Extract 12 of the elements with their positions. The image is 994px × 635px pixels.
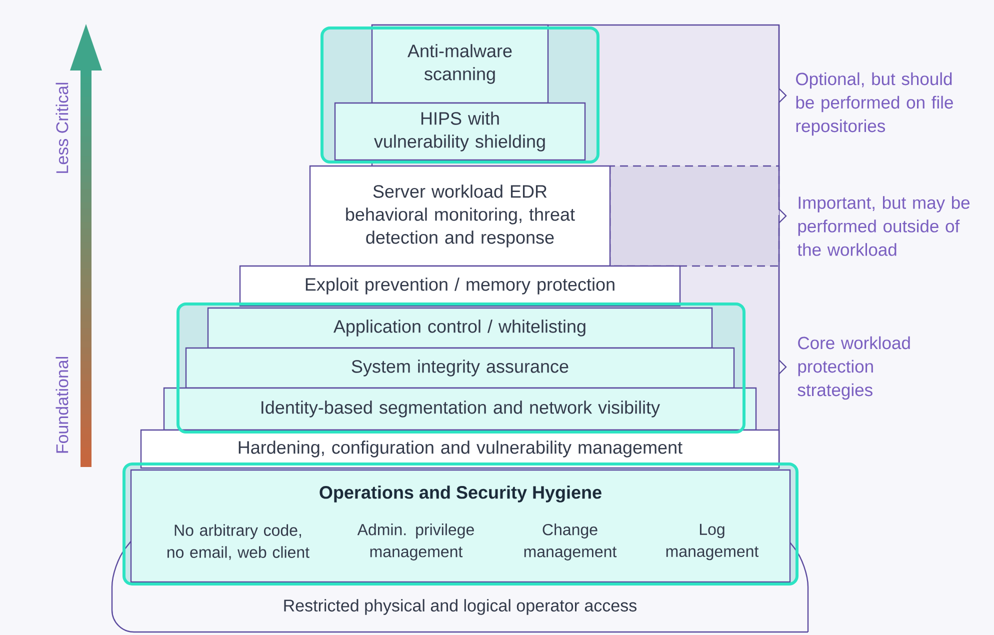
layer-box: Exploit prevention / memory protection: [239, 265, 681, 307]
layer-box: Server workload EDR behavioral monitoring, threat detection and response: [309, 165, 611, 267]
layer-box: Identity-based segmentation and network visibility: [163, 387, 757, 431]
axis-label: Less Critical: [56, 82, 68, 173]
axis-label: Foundational: [56, 357, 68, 453]
layer-box: Application control / whitelisting: [207, 307, 713, 349]
annotation: Optional, but should be performed on file repositories: [796, 72, 953, 136]
layer-box: System integrity assurance: [185, 347, 735, 389]
layer-box: HIPS with vulnerability shielding: [334, 102, 586, 161]
layer-box: Anti-malware scanning: [371, 24, 549, 104]
annotation: Core workload protection strategies: [798, 336, 910, 400]
annotation: Important, but may be performed outside of the workload: [797, 196, 970, 256]
